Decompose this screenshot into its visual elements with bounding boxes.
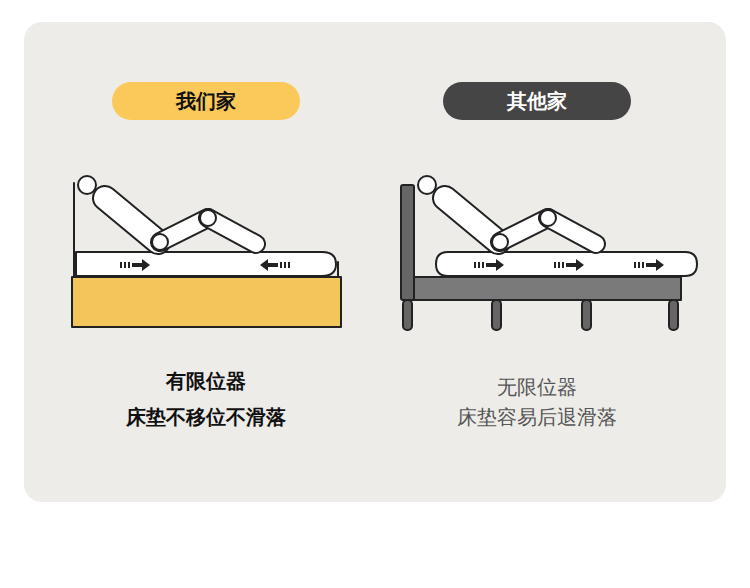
- feature-title: 无限位器: [497, 375, 577, 399]
- feature-title: 有限位器: [166, 369, 246, 393]
- feature-note: 床垫容易后退滑落: [457, 405, 617, 429]
- pill-label: 其他家: [507, 88, 567, 115]
- pill-label: 我们家: [176, 88, 236, 115]
- brand-pill: 我们家: [112, 82, 300, 120]
- bed-with-limiter: [72, 176, 341, 327]
- background-panel: [24, 22, 726, 502]
- feature-note: 床垫不移位不滑落: [126, 405, 286, 429]
- bed-without-limiter: [401, 176, 697, 330]
- others-pill: 其他家: [443, 82, 631, 120]
